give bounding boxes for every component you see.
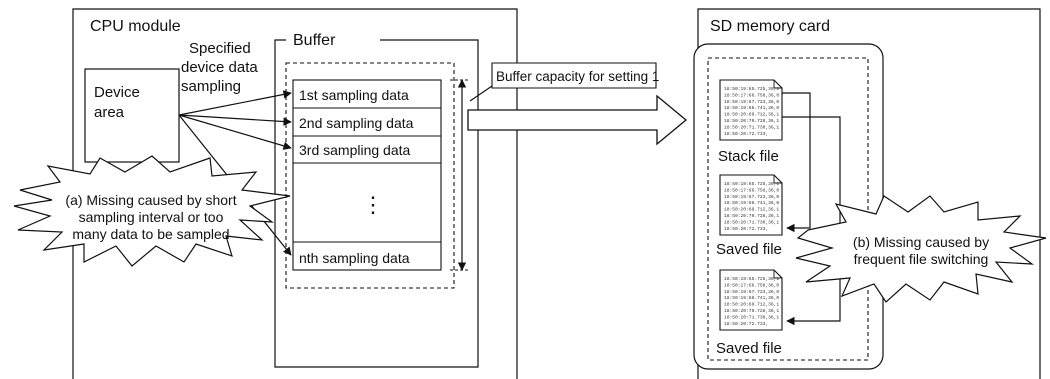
sd-card-dashed-area bbox=[707, 57, 869, 361]
file-content-line: 18:50:17:66.758,36,0 bbox=[724, 187, 779, 193]
arrow-stack-to-saved-2 bbox=[782, 116, 841, 326]
arrow-to-row-3 bbox=[178, 114, 292, 150]
file-content-line: 18:50:19:67.723,36,0 bbox=[724, 289, 779, 295]
callout-b-line2: frequent file switching bbox=[854, 251, 989, 267]
file-label-saved-2: Saved file bbox=[716, 340, 782, 357]
sampling-note-2: device data bbox=[181, 59, 258, 76]
file-content-line: 18:50:20:71.730,36,1 bbox=[724, 314, 779, 320]
sd-card-title: SD memory card bbox=[710, 18, 830, 35]
file-content-line: 18:50:20:72.733, bbox=[724, 321, 768, 327]
buffer-ellipsis: ⋮ bbox=[362, 192, 384, 217]
buffer-title: Buffer bbox=[293, 32, 336, 49]
callout-b-line1: (b) Missing caused by bbox=[853, 234, 989, 250]
file-content-line: 18:50:20:70.728,36,1 bbox=[724, 118, 779, 124]
file-content-line: 18:50:19:68.741,36,0 bbox=[724, 105, 779, 111]
sampling-note: Specified device data sampling bbox=[181, 40, 258, 95]
buffer-capacity-label: Buffer capacity for setting 1 bbox=[496, 69, 659, 84]
file-content-line: 18:50:19:65.725,36,1 bbox=[724, 276, 779, 282]
file-label-stack: Stack file bbox=[718, 148, 779, 165]
file-content-line: 18:50:20:72.733, bbox=[724, 131, 768, 137]
file-content-line: 18:50:19:65.725,36,1 bbox=[724, 181, 779, 187]
file-switch-arrows bbox=[782, 92, 841, 326]
file-content-line: 18:50:20:71.730,36,1 bbox=[724, 219, 779, 225]
device-area: Device area bbox=[84, 68, 180, 163]
sampling-note-3: sampling bbox=[181, 78, 241, 95]
file-content-line: 18:50:20:70.728,36,1 bbox=[724, 308, 779, 314]
file-content-line: 18:50:17:66.758,36,0 bbox=[724, 92, 779, 98]
file-content-line: 18:50:19:68.741,36,0 bbox=[724, 200, 779, 206]
callout-a-line2: sampling interval or too bbox=[79, 209, 224, 225]
buffer-row-2: 2nd sampling data bbox=[299, 115, 414, 131]
file-content-line: 18:50:20:69.712,36,1 bbox=[724, 302, 779, 308]
files: 18:50:19:65.725,36,118:50:17:66.758,36,0… bbox=[719, 79, 783, 331]
buffer-row-1: 1st sampling data bbox=[299, 87, 409, 103]
saved-file-icon-1: 18:50:19:65.725,36,118:50:17:66.758,36,0… bbox=[719, 174, 783, 236]
file-content-line: 18:50:19:67.723,36,0 bbox=[724, 99, 779, 105]
buffer-row-3: 3rd sampling data bbox=[299, 142, 411, 158]
file-content-line: 18:50:20:70.728,36,1 bbox=[724, 213, 779, 219]
file-content-line: 18:50:20:69.712,36,1 bbox=[724, 112, 779, 118]
callout-a: (a) Missing caused by short sampling int… bbox=[13, 155, 291, 267]
saved-file-icon-2: 18:50:19:65.725,36,118:50:17:66.758,36,0… bbox=[719, 269, 783, 331]
buffer: Buffer 1st sampling data 2nd sampling da… bbox=[274, 32, 479, 368]
buffer-dashed-area bbox=[285, 62, 455, 289]
sampling-note-1: Specified bbox=[189, 40, 251, 57]
device-area-label-1: Device bbox=[94, 84, 140, 101]
callout-a-line1: (a) Missing caused by short bbox=[65, 192, 236, 208]
arrow-to-row-1 bbox=[178, 90, 292, 116]
device-area-label-2: area bbox=[94, 104, 125, 121]
file-content-line: 18:50:20:71.730,36,1 bbox=[724, 124, 779, 130]
file-content-line: 18:50:17:66.758,36,0 bbox=[724, 282, 779, 288]
callout-a-line3: many data to be sampled bbox=[72, 226, 229, 242]
transfer-arrow bbox=[467, 94, 688, 146]
callout-b: (b) Missing caused by frequent file swit… bbox=[795, 195, 1047, 303]
file-content-line: 18:50:20:72.733, bbox=[724, 226, 768, 232]
arrow-stack-to-saved-1 bbox=[782, 92, 811, 233]
stack-file-icon: 18:50:19:65.725,36,118:50:17:66.758,36,0… bbox=[719, 79, 783, 141]
arrow-to-row-2 bbox=[178, 114, 292, 126]
file-content-line: 18:50:20:69.712,36,1 bbox=[724, 207, 779, 213]
buffer-row-n: nth sampling data bbox=[299, 250, 410, 266]
file-content-line: 18:50:19:65.725,36,1 bbox=[724, 86, 779, 92]
cpu-module-title: CPU module bbox=[90, 18, 181, 35]
buffer-stack bbox=[292, 79, 442, 271]
file-content-line: 18:50:19:68.741,36,0 bbox=[724, 295, 779, 301]
file-label-saved-1: Saved file bbox=[716, 241, 782, 258]
file-content-line: 18:50:19:67.723,36,0 bbox=[724, 194, 779, 200]
buffer-capacity-callout: Buffer capacity for setting 1 bbox=[469, 62, 659, 102]
